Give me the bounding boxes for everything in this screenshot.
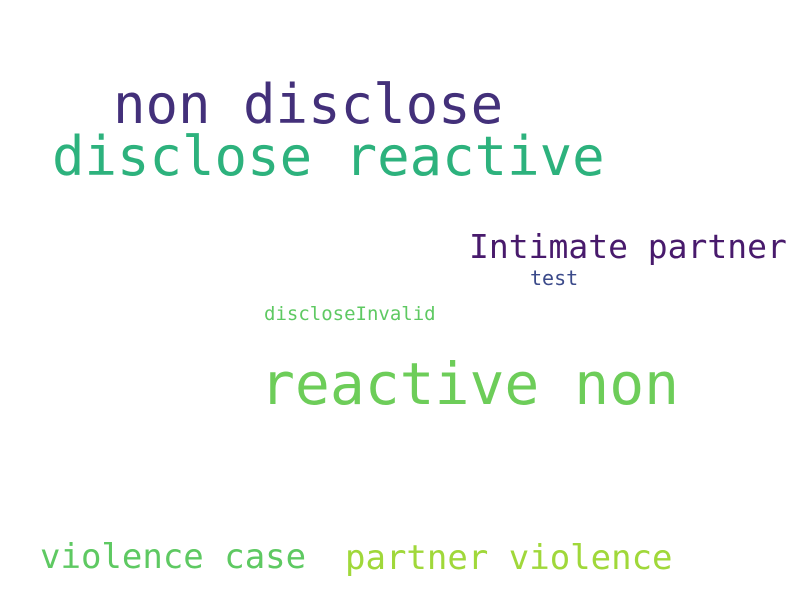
word-test: test — [530, 266, 579, 290]
word-disclose-reactive: disclose reactive — [52, 125, 605, 188]
word-reactive-non: reactive non — [260, 350, 680, 418]
word-intimate-partner: Intimate partner — [469, 227, 787, 266]
word-violence-case: violence case — [40, 537, 307, 577]
word-partner-violence: partner violence — [345, 538, 673, 578]
word-discloseinvalid: discloseInvalid — [264, 303, 436, 325]
word-non-disclose: non disclose — [113, 73, 504, 136]
